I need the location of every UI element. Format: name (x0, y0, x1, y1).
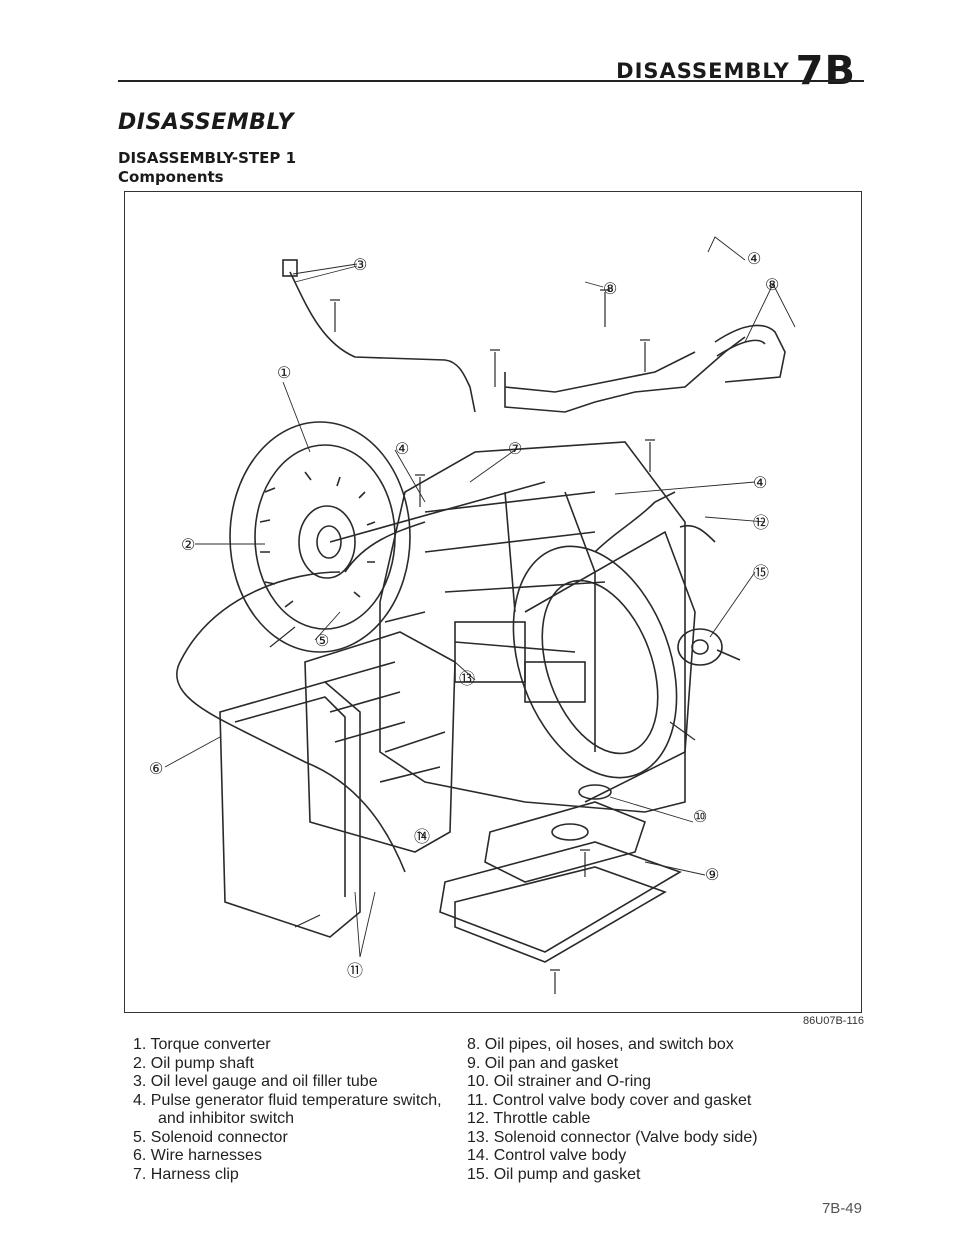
torque-converter-drawing (229, 421, 411, 653)
callout-8-hoses: ⑧ (765, 275, 779, 294)
legend-item-continuation: and inhibitor switch (158, 1110, 295, 1127)
callout-4-pulse-generator: ④ (747, 249, 761, 268)
header-section-word: DISASSEMBLY (616, 59, 790, 83)
legend-item: 13. Solenoid connector (Valve body side) (467, 1128, 758, 1146)
callout-3: ③ (353, 255, 367, 274)
callout-4-inhibitor-switch: ④ (753, 473, 767, 492)
oil-strainer-o-ring (578, 784, 612, 800)
legend-item: 3. Oil level gauge and oil filler tube (133, 1073, 378, 1090)
converter-housing-drawing (512, 530, 696, 803)
header-rule (118, 80, 864, 82)
callout-4-fluid-temp-switch: ④ (395, 439, 409, 458)
legend-item: 4. Pulse generator fluid temperature swi… (133, 1091, 442, 1109)
throttle-cable-drawing (594, 491, 716, 553)
legend-item: 1. Torque converter (133, 1036, 271, 1053)
legend-item: 9. Oil pan and gasket (467, 1054, 619, 1072)
legend-item: 14. Control valve body (467, 1147, 627, 1164)
page-number: 7B-49 (821, 1200, 862, 1217)
legend-item: 2. Oil pump shaft (133, 1054, 254, 1072)
callout-12: ⑫ (753, 513, 769, 532)
legend-item: 11. Control valve body cover and gasket (467, 1091, 752, 1109)
legend-item: 8. Oil pipes, oil hoses, and switch box (467, 1036, 734, 1053)
legend-left-column: 1. Torque converter 2. Oil pump shaft 3.… (133, 1036, 442, 1184)
callout-8-pipes: ⑧ (603, 279, 617, 298)
leader-lines (164, 236, 796, 958)
page-title: DISASSEMBLY (118, 110, 294, 135)
oil-hose-drawing (714, 324, 786, 383)
exploded-view-figure: ① ② ③ ④ ④ ④ ⑤ ⑥ ⑦ ⑧ ⑧ ⑨ ⑩ ⑪ ⑫ ⑬ ⑭ ⑮ (124, 191, 862, 1013)
oil-filler-tube-drawing (289, 271, 476, 413)
legend-item: 7. Harness clip (133, 1165, 239, 1183)
callout-7: ⑦ (508, 439, 522, 458)
transmission-case-drawing (379, 441, 686, 813)
oil-strainer-drawing (484, 801, 646, 883)
oil-pump-shaft-drawing (329, 481, 546, 543)
legend-item: 12. Throttle cable (467, 1110, 591, 1127)
control-valve-body-drawing (304, 631, 456, 853)
transmission-exploded-drawing: ① ② ③ ④ ④ ④ ⑤ ⑥ ⑦ ⑧ ⑧ ⑨ ⑩ ⑪ ⑫ ⑬ ⑭ ⑮ (149, 236, 796, 994)
bolts-drawing (269, 289, 696, 994)
callout-9: ⑨ (705, 865, 719, 884)
callout-6: ⑥ (149, 759, 163, 778)
callout-2: ② (181, 535, 195, 554)
components-subtitle: Components (118, 168, 224, 186)
oil-pan-drawing (439, 841, 682, 963)
legend-item: 5. Solenoid connector (133, 1128, 288, 1146)
callout-5: ⑤ (315, 631, 329, 650)
wire-harness-drawing (176, 571, 406, 873)
oil-pipes-drawing (504, 336, 746, 413)
oil-pump-drawing (677, 628, 741, 666)
callout-10: ⑩ (693, 807, 707, 826)
header-section-code: 7B (795, 48, 856, 94)
legend-item: 6. Wire harnesses (133, 1147, 262, 1164)
valve-body-cover-drawing (219, 681, 361, 938)
callout-1: ① (277, 363, 291, 382)
callout-15: ⑮ (753, 563, 769, 582)
oil-level-gauge-drawing (282, 259, 298, 277)
callout-13: ⑬ (459, 669, 475, 688)
step-title: DISASSEMBLY-STEP 1 (118, 149, 297, 167)
callout-14: ⑭ (414, 827, 430, 846)
callout-11: ⑪ (347, 961, 363, 980)
legend-item: 10. Oil strainer and O-ring (467, 1073, 652, 1090)
legend-item: 15. Oil pump and gasket (467, 1165, 641, 1183)
figure-code: 86U07B-116 (803, 1015, 864, 1027)
legend-right-column: 8. Oil pipes, oil hoses, and switch box … (467, 1036, 758, 1184)
